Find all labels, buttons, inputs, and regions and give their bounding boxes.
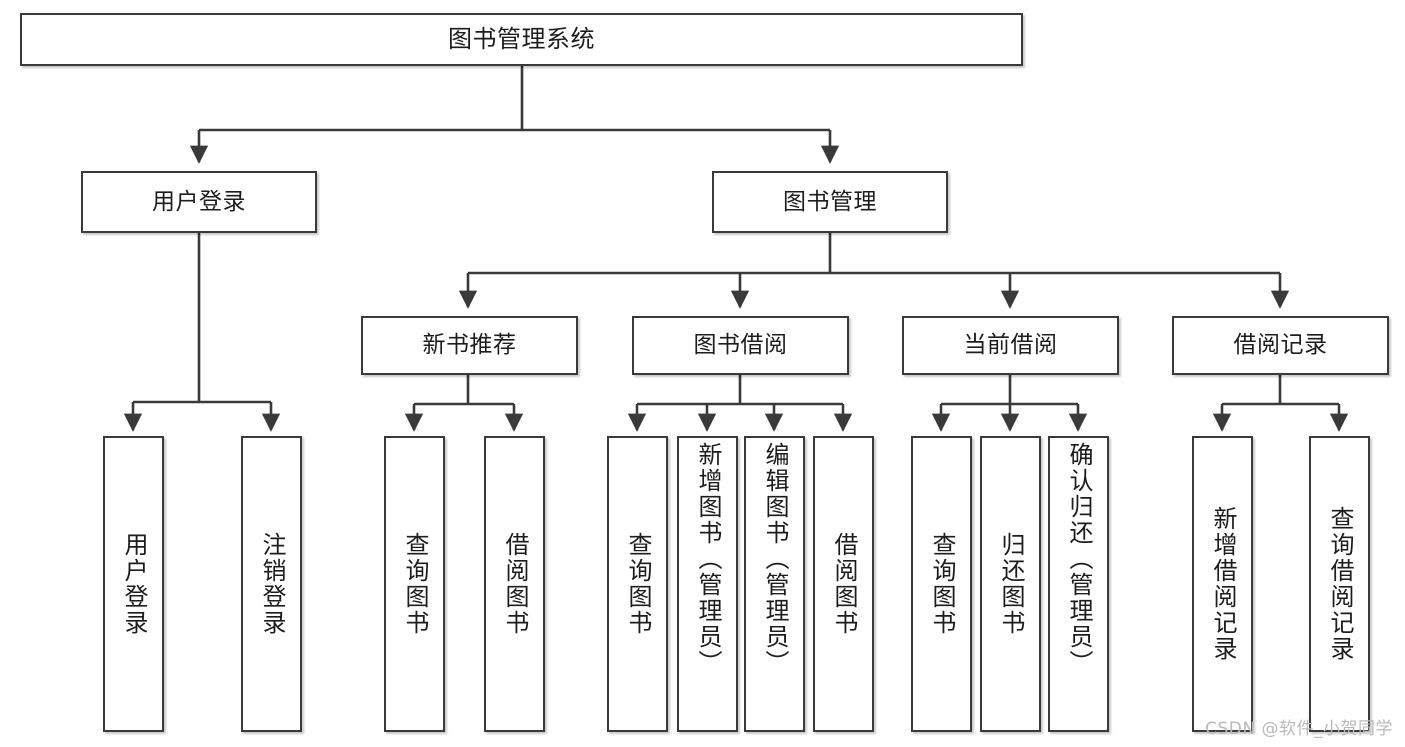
leaf-add-book-admin[interactable]: 新增图书（管理员） xyxy=(677,436,738,732)
node-label: 查询图书 xyxy=(927,532,956,636)
leaf-add-borrow-record[interactable]: 新增借阅记录 xyxy=(1192,436,1253,732)
node-root-system[interactable]: 图书管理系统 xyxy=(20,13,1023,66)
node-label: 用户登录 xyxy=(152,188,246,215)
leaf-user-logout[interactable]: 注销登录 xyxy=(241,436,302,732)
node-label: 新增借阅记录 xyxy=(1208,506,1237,662)
node-label: 编辑图书（管理员） xyxy=(760,442,789,676)
node-label: 图书管理 xyxy=(783,188,877,215)
leaf-query-book-new[interactable]: 查询图书 xyxy=(384,436,445,732)
node-new-book-recommend[interactable]: 新书推荐 xyxy=(361,316,578,375)
node-label: 新增图书（管理员） xyxy=(693,442,722,676)
node-label: 图书管理系统 xyxy=(448,24,595,53)
node-label: 借阅图书 xyxy=(829,532,858,636)
node-label: 查询图书 xyxy=(400,532,429,636)
leaf-query-book-borrow[interactable]: 查询图书 xyxy=(607,436,668,732)
node-label: 注销登录 xyxy=(257,532,286,636)
leaf-return-book[interactable]: 归还图书 xyxy=(980,436,1041,732)
leaf-borrow-book[interactable]: 借阅图书 xyxy=(813,436,874,732)
leaf-confirm-return-admin[interactable]: 确认归还（管理员） xyxy=(1048,436,1109,732)
node-label: 查询借阅记录 xyxy=(1325,506,1354,662)
node-label: 用户登录 xyxy=(119,532,148,636)
node-current-borrow[interactable]: 当前借阅 xyxy=(902,316,1119,375)
node-label: 确认归还（管理员） xyxy=(1064,442,1093,676)
node-label: 新书推荐 xyxy=(422,332,517,359)
leaf-user-login[interactable]: 用户登录 xyxy=(103,436,164,732)
leaf-query-borrow-record[interactable]: 查询借阅记录 xyxy=(1309,436,1370,732)
leaf-borrow-book-new[interactable]: 借阅图书 xyxy=(484,436,545,732)
node-label: 查询图书 xyxy=(623,532,652,636)
node-label: 借阅图书 xyxy=(500,532,529,636)
leaf-query-book-current[interactable]: 查询图书 xyxy=(911,436,972,732)
watermark: CSDN @软件_小贺同学 xyxy=(1205,719,1393,739)
node-label: 当前借阅 xyxy=(963,332,1058,359)
node-label: 借阅记录 xyxy=(1233,332,1328,359)
node-label: 图书借阅 xyxy=(693,332,788,359)
node-book-borrow[interactable]: 图书借阅 xyxy=(632,316,849,375)
node-label: 归还图书 xyxy=(996,532,1025,636)
node-book-management[interactable]: 图书管理 xyxy=(712,171,948,233)
node-user-login[interactable]: 用户登录 xyxy=(81,171,317,233)
leaf-edit-book-admin[interactable]: 编辑图书（管理员） xyxy=(744,436,805,732)
node-borrow-record[interactable]: 借阅记录 xyxy=(1172,316,1389,375)
